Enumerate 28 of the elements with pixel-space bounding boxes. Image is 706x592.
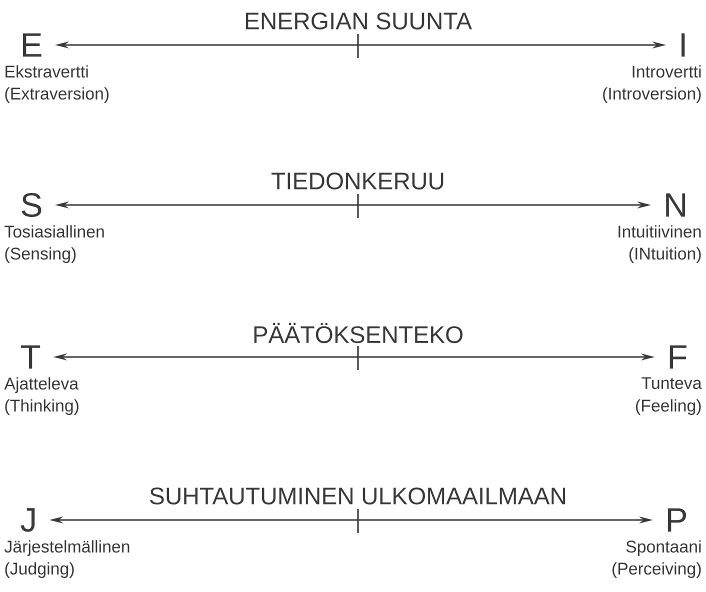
pole-description: (Introversion): [603, 87, 701, 103]
pole-description: (Judging): [5, 562, 74, 578]
pole-letter: S: [22, 193, 42, 217]
pole-description: Intuitiivinen: [618, 225, 701, 238]
pole-description: Ajatteleva: [4, 377, 79, 393]
scale-heading: TIEDONKERUU: [272, 172, 444, 190]
pole-description: (Perceiving): [612, 562, 701, 578]
pole-letter: I: [682, 33, 685, 57]
scale-heading: ENERGIAN SUUNTA: [246, 12, 472, 30]
pole-letter: T: [20, 345, 40, 369]
pole-description: (Thinking): [5, 399, 78, 415]
pole-description: Spontaani: [626, 540, 701, 556]
pole-description: Introvertti: [632, 65, 701, 78]
pole-description: (INtuition): [629, 247, 701, 263]
scale-heading: SUHTAUTUMINEN ULKOMAAILMAAN: [150, 488, 566, 504]
pole-description: Tosiasiallinen: [4, 225, 104, 238]
pole-description: Tunteva: [642, 377, 702, 390]
pole-letter: F: [670, 345, 686, 369]
pole-letter: J: [20, 508, 35, 532]
pole-description: Ekstravertti: [6, 65, 88, 78]
pole-description: (Extraversion): [5, 87, 109, 103]
pole-description: (Feeling): [636, 399, 701, 415]
scale-heading: PÄÄTÖKSENTEKO: [254, 322, 462, 344]
pole-description: Järjestelmällinen: [4, 540, 130, 556]
pole-description: (Sensing): [5, 247, 76, 263]
pole-letter: N: [666, 193, 686, 217]
pole-letter: P: [668, 508, 686, 532]
pole-letter: E: [23, 33, 42, 57]
